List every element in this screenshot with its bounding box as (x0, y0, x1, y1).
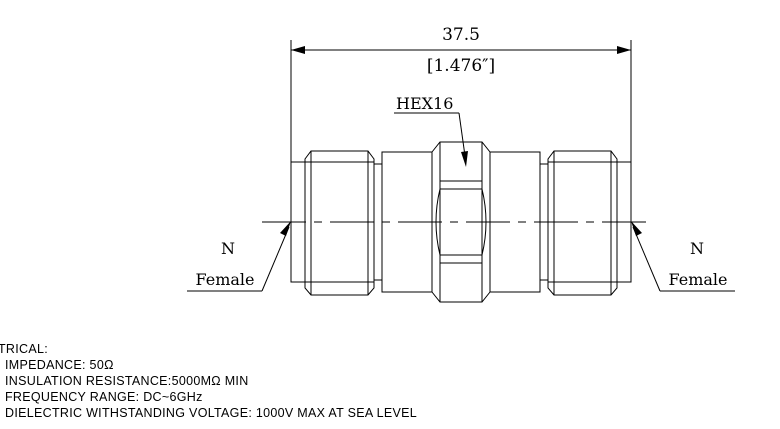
specs-heading: TRICAL: (0, 342, 48, 356)
left-connector-type: N (221, 239, 235, 258)
spec-frequency-range: FREQUENCY RANGE: DC~6GHz (5, 390, 203, 404)
length-imperial: [1.476″] (427, 56, 495, 76)
spec-insulation-resistance: INSULATION RESISTANCE:5000MΩ MIN (5, 374, 249, 388)
arrow-left-icon (291, 46, 305, 54)
right-connector-callout: N Female (631, 221, 735, 292)
right-connector-type: N (690, 239, 704, 258)
length-metric: 37.5 (442, 25, 480, 45)
left-connector-gender: Female (196, 270, 255, 289)
hex-label: HEX16 (396, 94, 453, 113)
right-connector-gender: Female (669, 270, 728, 289)
spec-impedance: IMPEDANCE: 50Ω (5, 358, 114, 372)
hex-callout: HEX16 (394, 94, 468, 167)
overall-length-dimension: 37.5 [1.476″] (290, 25, 632, 168)
left-connector-callout: N Female (187, 221, 291, 292)
electrical-specs: TRICAL: IMPEDANCE: 50Ω INSULATION RESIST… (0, 342, 417, 420)
spec-dielectric-voltage: DIELECTRIC WITHSTANDING VOLTAGE: 1000V M… (5, 406, 417, 420)
arrow-right-icon (617, 46, 631, 54)
